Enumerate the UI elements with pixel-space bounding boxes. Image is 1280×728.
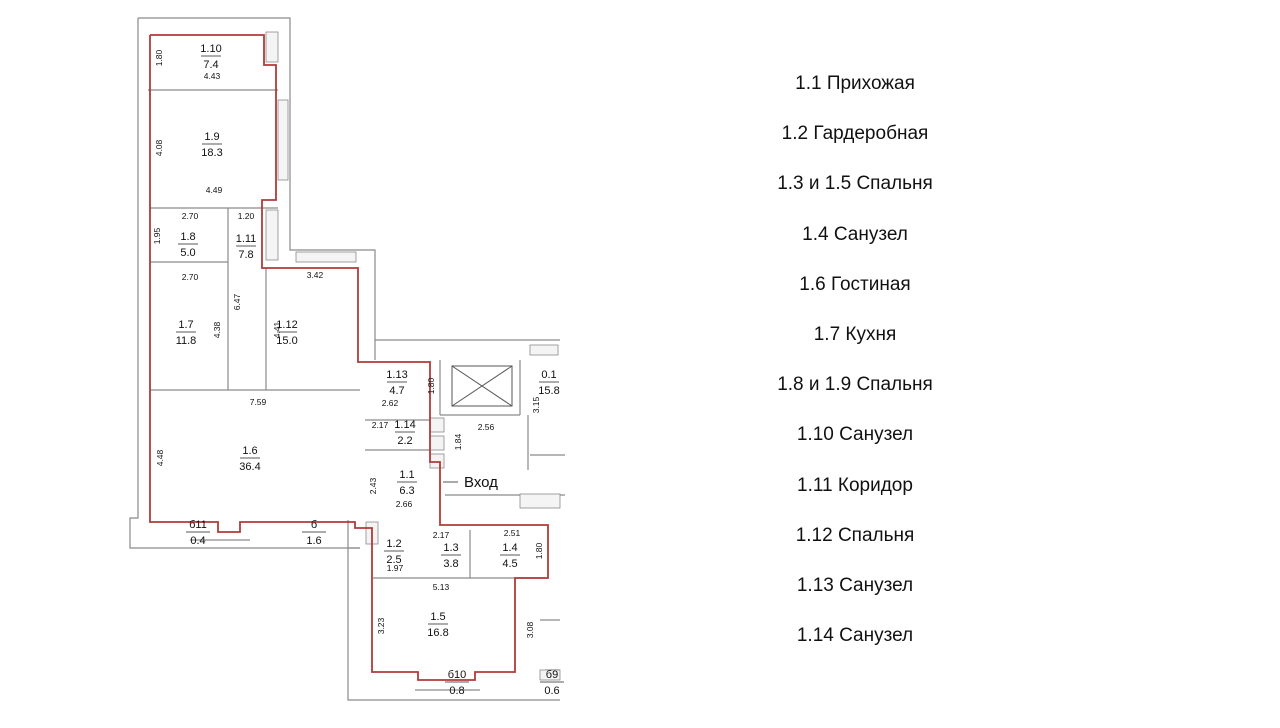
legend-item: 1.13 Санузел: [796, 575, 914, 596]
dimension-label: 4.48: [155, 449, 165, 466]
legend-item: 1.3 и 1.5 Спальня: [777, 173, 933, 195]
dimension-label: 2.62: [382, 398, 399, 408]
dimension-label: 2.17: [372, 420, 389, 430]
room-area: 5.0: [180, 247, 195, 259]
room-area: 15.0: [276, 335, 297, 347]
dimension-label: 3.42: [307, 270, 324, 280]
dimension-labels: 1.80 4.43 4.08 4.49 2.70 1.20 1.95 3.42 2.70 6.47…: [152, 49, 544, 638]
balcony-number: б10: [448, 669, 467, 681]
room-area: 7.4: [203, 59, 218, 71]
room-number: 1.9: [204, 131, 219, 143]
dimension-label: 3.08: [525, 621, 535, 638]
room-number: 1.5: [430, 611, 445, 623]
dimension-label: 1.80: [154, 49, 164, 66]
room-number: 1.11: [236, 233, 257, 245]
dimension-label: 2.70: [182, 272, 199, 282]
dimension-label: 6.47: [232, 293, 242, 310]
room-number: 1.3: [443, 542, 458, 554]
room-area: 16.8: [427, 627, 448, 639]
room-number: 1.12: [276, 319, 297, 331]
dimension-label: 2.66: [396, 499, 413, 509]
legend-item: 1.10 Санузел: [796, 424, 914, 446]
room-area: 15.8: [538, 385, 559, 397]
room-number: 1.7: [178, 319, 193, 331]
legend-item: 1.7 Кухня: [813, 324, 897, 345]
legend-item: 1.1 Прихожая: [795, 73, 915, 94]
elevator-shaft-icon: [451, 365, 513, 407]
room-number: 1.6: [242, 445, 257, 457]
room-area: 4.5: [502, 558, 517, 570]
balcony-area: 1.6: [306, 535, 321, 547]
legend-item: 1.6 Гостиная: [799, 273, 911, 295]
entrance-label: Вход: [464, 474, 498, 491]
room-area: 3.8: [443, 558, 458, 570]
dimension-label: 4.38: [212, 321, 222, 338]
dimension-label: 3.15: [531, 396, 541, 413]
balcony-number: б11: [189, 519, 207, 531]
legend-item: 1.14 Санузел: [796, 625, 914, 647]
room-area: 18.3: [201, 147, 222, 159]
room-number: 1.2: [386, 538, 401, 550]
dimension-label: 1.95: [152, 227, 162, 244]
room-area: 2.2: [397, 435, 412, 447]
room-area: 4.7: [389, 385, 404, 397]
balcony-number: б9: [546, 669, 558, 681]
room-area: 2.5: [386, 554, 401, 566]
dimension-label: 7.59: [250, 397, 267, 407]
balcony-area: 0.6: [544, 685, 559, 697]
room-area: 11.8: [176, 335, 197, 347]
room-number: 0.1: [541, 369, 556, 381]
dimension-label: 1.20: [238, 211, 255, 221]
balcony-area: 0.8: [449, 685, 464, 697]
dimension-label: 2.17: [433, 530, 450, 540]
dimension-label: 1.97: [387, 563, 404, 573]
apartment-outline: [149, 34, 549, 681]
dimension-label: 1.80: [534, 542, 544, 559]
dimension-label: 1.84: [453, 433, 463, 450]
dimension-label: 5.13: [433, 582, 450, 592]
room-number: 1.4: [502, 542, 517, 554]
legend-item: 1.2 Гардеробная: [781, 123, 929, 145]
legend-item: 1.12 Спальня: [795, 524, 915, 546]
dimension-label: 2.56: [478, 422, 495, 432]
dimension-label: 4.08: [154, 139, 164, 156]
dimension-label: 2.51: [504, 528, 521, 538]
legend-item: 1.11 Коридор: [797, 474, 913, 496]
room-number: 1.1: [399, 469, 414, 481]
room-area: 7.8: [238, 249, 253, 261]
dimension-label: 4.41: [272, 321, 282, 338]
legend-item: 1.4 Санузел: [802, 223, 908, 245]
balcony-labels: б11 0.4 б 1.6 б10 0.8 б9 0.6: [186, 519, 564, 697]
dimension-label: 4.43: [204, 71, 221, 81]
dimension-label: 3.23: [376, 617, 386, 634]
room-number: 1.14: [394, 419, 415, 431]
floor-plan: 1.10 7.4 1.9 18.3 1.8 5.0 1.11 7.8 1.7 11.8 1.12 15…: [129, 17, 565, 701]
dimension-label: 4.49: [206, 185, 223, 195]
room-area: 36.4: [239, 461, 260, 473]
balcony-number: б: [311, 519, 317, 531]
room-number: 1.13: [386, 369, 407, 381]
building-walls: [129, 17, 565, 701]
room-area: 6.3: [399, 485, 414, 497]
dimension-label: 1.80: [426, 377, 436, 394]
room-number: 1.10: [200, 43, 221, 55]
room-number: 1.8: [180, 231, 195, 243]
dimension-label: 2.70: [182, 211, 199, 221]
dimension-label: 2.43: [368, 477, 378, 494]
legend-item: 1.8 и 1.9 Спальня: [777, 374, 933, 396]
room-labels: 1.10 7.4 1.9 18.3 1.8 5.0 1.11 7.8 1.7 11.8 1.12 15…: [176, 43, 560, 639]
balcony-area: 0.4: [190, 535, 205, 547]
